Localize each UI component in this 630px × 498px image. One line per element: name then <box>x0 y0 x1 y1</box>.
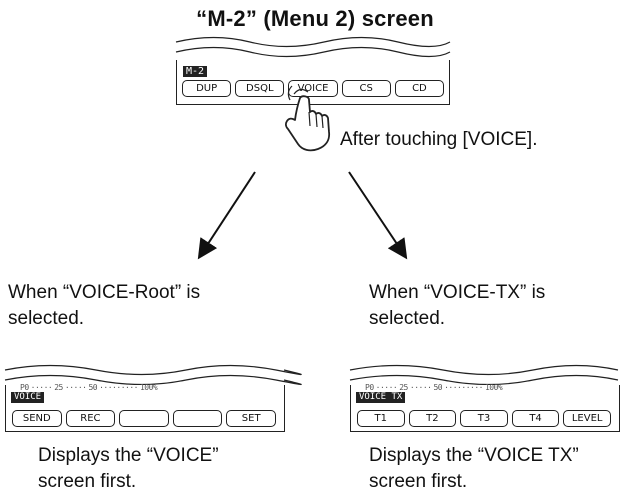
voice-tag: VOICE <box>11 392 45 403</box>
left-meter-scale: P0·····25·····50·········100% <box>20 383 158 392</box>
voice-tx-tag: VOICE TX <box>356 392 406 403</box>
menu-tag: M-2 <box>183 66 208 77</box>
t1-button[interactable]: T1 <box>357 410 405 427</box>
left-condition: When “VOICE-Root” is selected. <box>8 282 201 329</box>
diagram-title: “M-2” (Menu 2) screen <box>196 6 434 31</box>
right-meter-scale: P0·····25·····50·········100% <box>365 383 503 392</box>
level-button[interactable]: LEVEL <box>563 410 611 427</box>
menu-button-row: DUP DSQL VOICE CS CD <box>182 80 445 97</box>
arrow-left-down-icon <box>197 171 256 260</box>
arrow-right-down-icon <box>348 171 408 260</box>
t2-button[interactable]: T2 <box>408 410 457 427</box>
touch-caption: After touching [VOICE]. <box>340 129 538 150</box>
right-result: Displays the “VOICE TX” screen first. <box>369 445 579 492</box>
t4-button[interactable]: T4 <box>511 410 560 427</box>
cd-button[interactable]: CD <box>394 80 445 97</box>
t3-button[interactable]: T3 <box>460 410 508 427</box>
cs-button[interactable]: CS <box>341 80 391 97</box>
send-button[interactable]: SEND <box>12 410 62 427</box>
left-result: Displays the “VOICE” screen first. <box>38 445 219 492</box>
voice-button-row: SEND REC SET <box>12 410 276 427</box>
blank-button-2[interactable] <box>172 410 223 427</box>
voice-button[interactable]: VOICE <box>288 80 338 97</box>
voice-tx-button-row: T1 T2 T3 T4 LEVEL <box>357 410 611 427</box>
set-button[interactable]: SET <box>226 410 276 427</box>
dup-button[interactable]: DUP <box>182 80 232 97</box>
dsql-button[interactable]: DSQL <box>235 80 285 97</box>
rec-button[interactable]: REC <box>65 410 116 427</box>
right-condition: When “VOICE-TX” is selected. <box>369 282 546 329</box>
blank-button-1[interactable] <box>119 410 169 427</box>
